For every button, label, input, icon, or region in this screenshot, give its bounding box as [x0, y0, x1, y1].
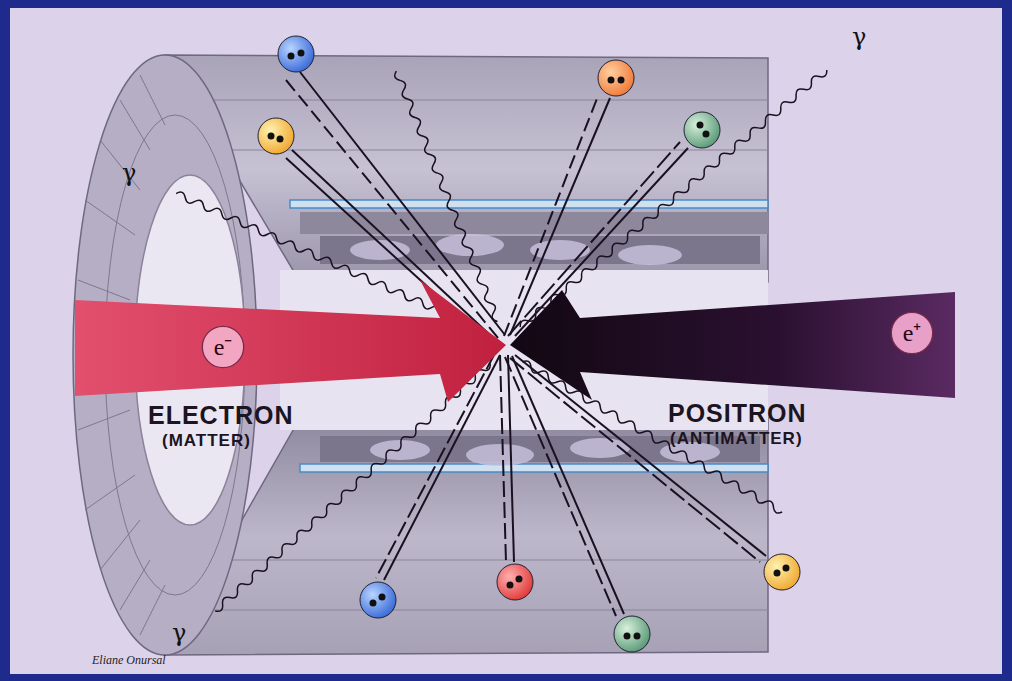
artist-credit: Eliane Onursal — [92, 654, 166, 667]
photon-symbol: γ — [172, 620, 186, 646]
particle-symbol: e⁻ — [214, 335, 233, 359]
particle-circle: e⁻ — [201, 325, 245, 369]
electron-arrow — [75, 280, 506, 402]
positron-arrow — [510, 290, 955, 400]
beam-label: (MATTER) — [162, 432, 251, 451]
beam-arrows — [75, 280, 955, 402]
beam-label: ELECTRON — [148, 402, 294, 430]
particle-circle: e⁺ — [890, 311, 934, 355]
particle-symbol: e⁺ — [903, 321, 922, 345]
picture-ground — [10, 8, 1002, 674]
beam-label: POSITRON — [668, 400, 807, 428]
circle-fill — [891, 312, 932, 353]
photon-symbol: γ — [852, 24, 866, 50]
circle-fill — [202, 326, 243, 367]
photon-symbol: γ — [122, 160, 136, 186]
beam-label: (ANTIMATTER) — [670, 430, 803, 449]
